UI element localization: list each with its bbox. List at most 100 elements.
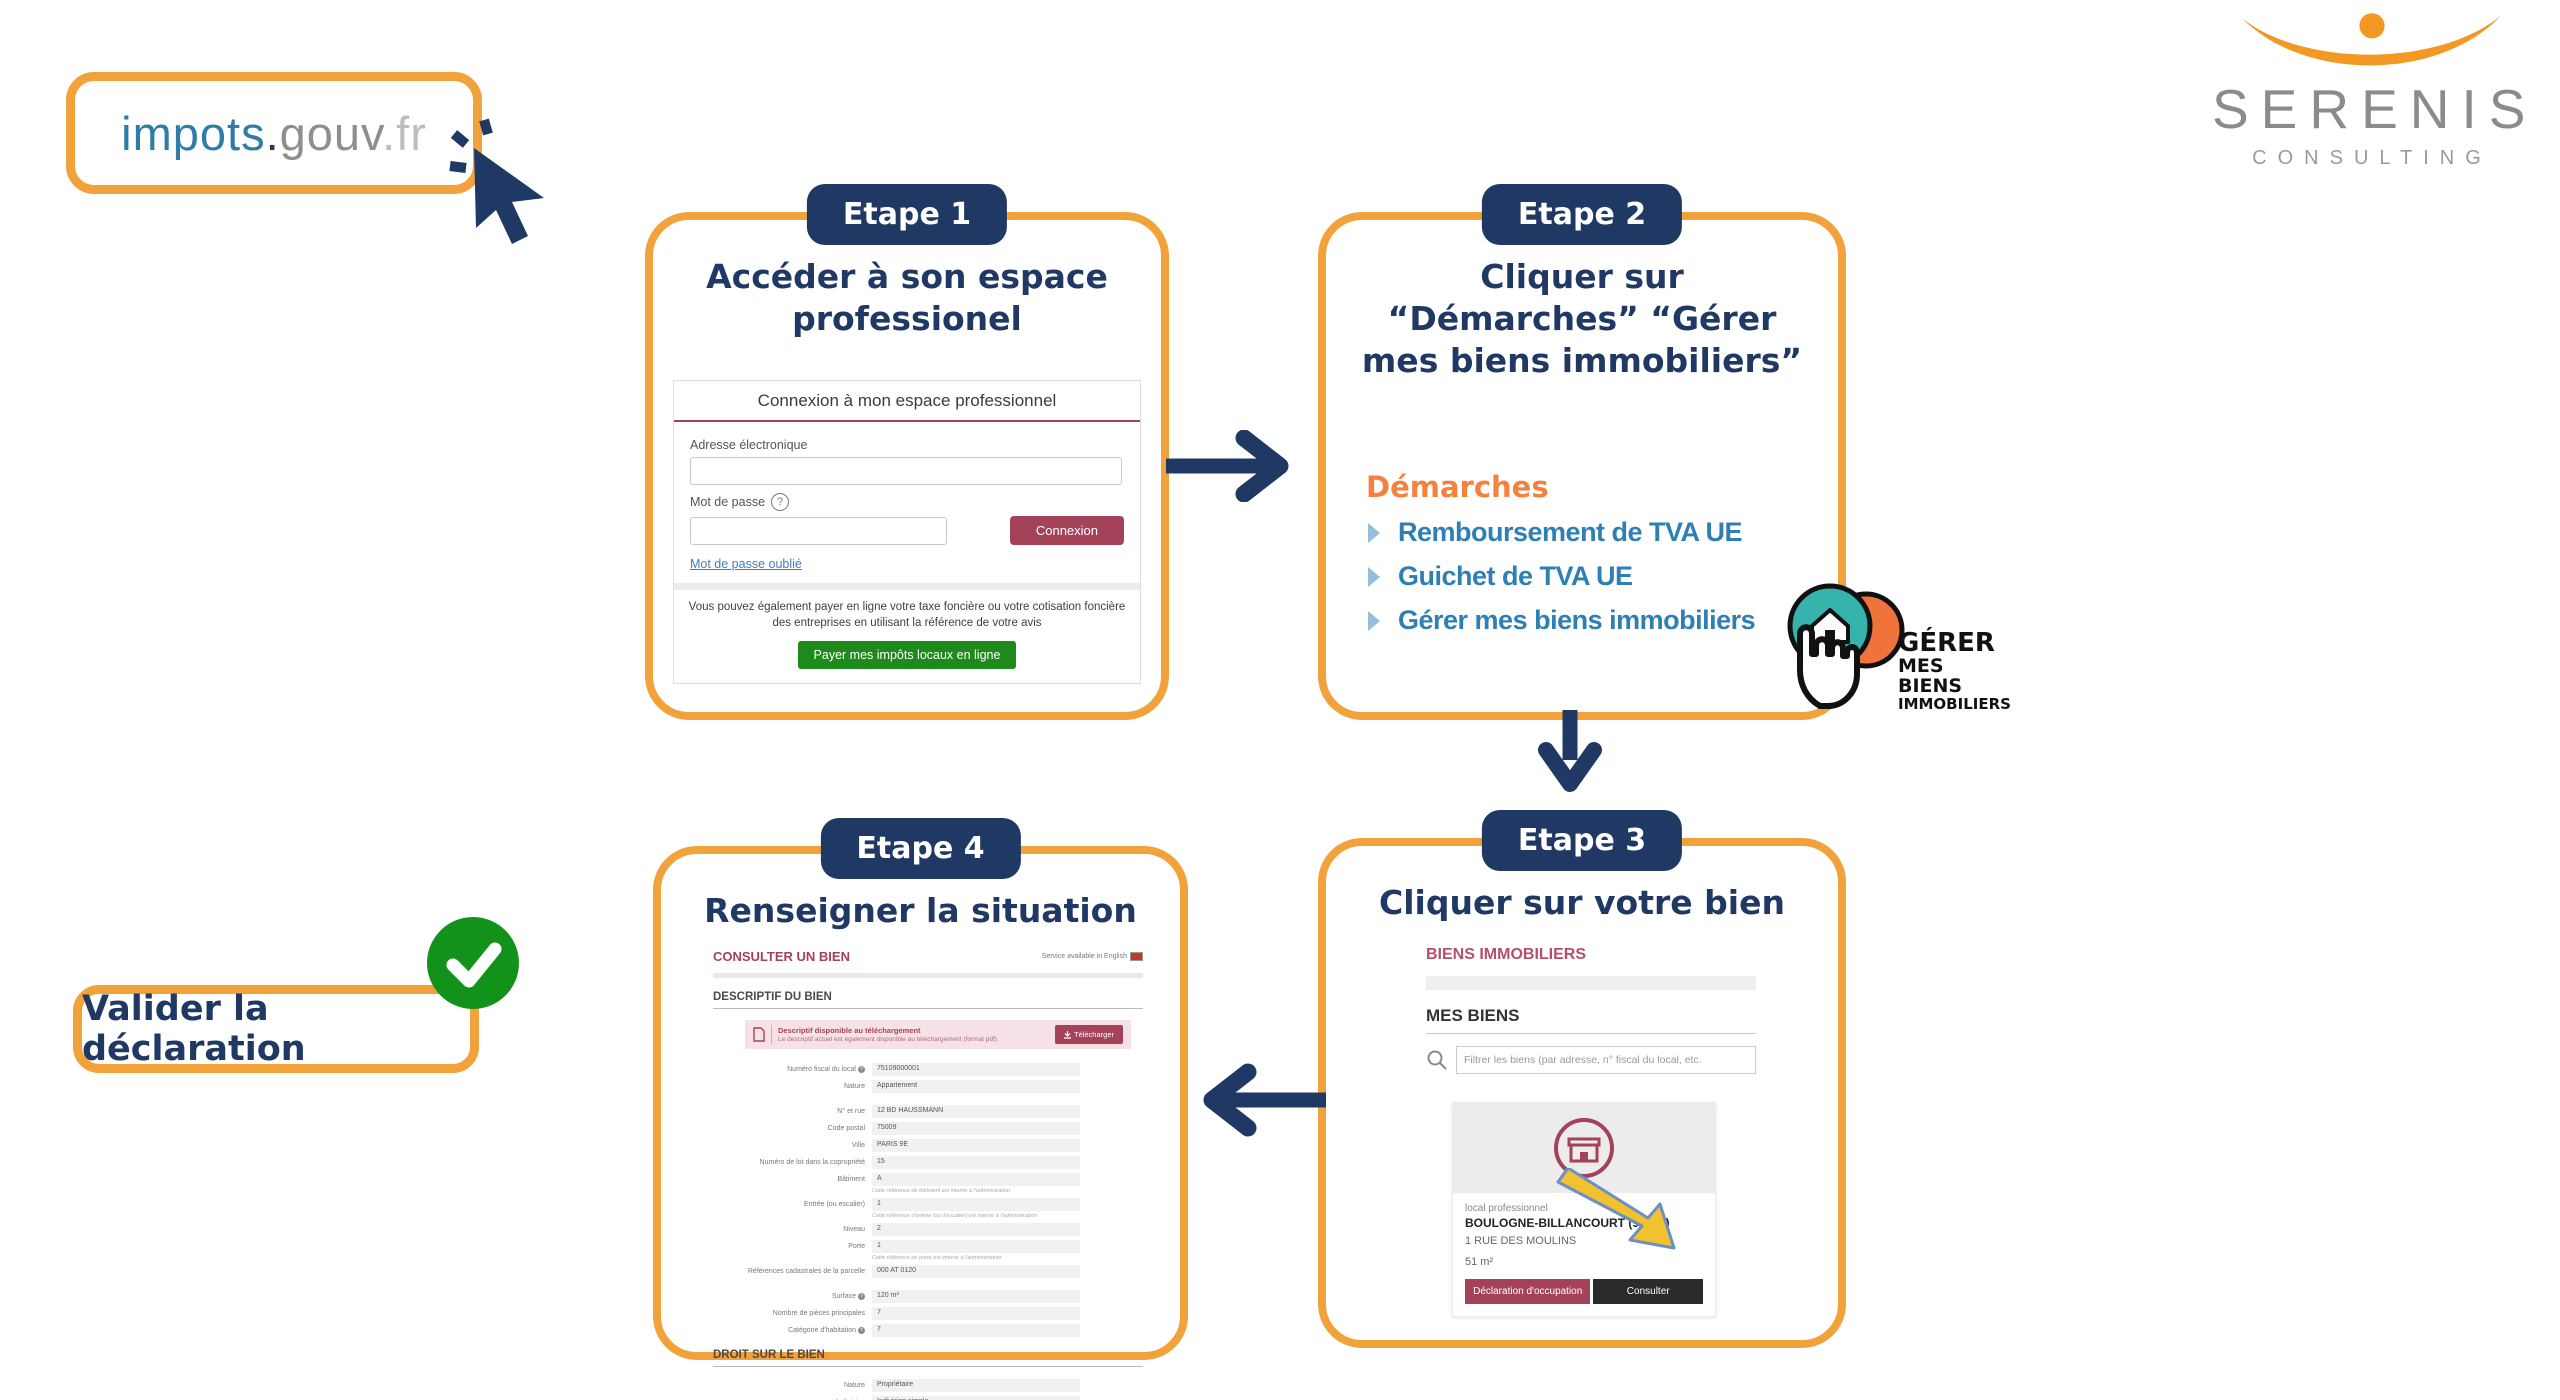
link-guichet-tva[interactable]: Guichet de TVA UE — [1366, 561, 1755, 592]
form-value: 7 — [872, 1307, 1080, 1320]
property-category: local professionnel — [1465, 1203, 1548, 1214]
download-icon — [1063, 1030, 1071, 1039]
pay-local-taxes-button[interactable]: Payer mes impôts locaux en ligne — [797, 641, 1017, 670]
form-value: 75109000001 — [872, 1063, 1080, 1076]
divider — [674, 583, 1140, 590]
form-value: 000 AT 0120 — [872, 1265, 1080, 1278]
green-check-badge — [427, 917, 519, 1009]
form-row: N° et rue 12 BD HAUSSMANN — [713, 1105, 1143, 1118]
form-row: Indivision Indivision simple — [713, 1396, 1143, 1400]
form-value: 1 — [872, 1240, 1080, 1253]
link-gerer-biens-immobiliers[interactable]: Gérer mes biens immobiliers — [1366, 605, 1756, 636]
form-row: Ville PARIS 9E — [713, 1139, 1143, 1152]
consulter-un-bien-heading: CONSULTER UN BIEN — [713, 949, 850, 964]
form-row: Entrée (ou escalier) 1 — [713, 1198, 1143, 1211]
arrow-left-step3-to-step4 — [1203, 1063, 1326, 1137]
impots-logo-gouv: gouv — [279, 106, 383, 160]
demarches-heading: Démarches — [1366, 470, 1549, 504]
chevron-right-icon — [1368, 566, 1380, 587]
form-row: Nature Appartement — [713, 1080, 1143, 1093]
gmbi-logo-text: GÉRER MES BIENS IMMOBILIERS — [1898, 628, 2011, 714]
arrow-down-step2-to-step3 — [1538, 710, 1602, 792]
document-icon — [753, 1027, 765, 1042]
form-row: Code postal 75009 — [713, 1122, 1143, 1135]
serenis-logo: SERENIS CONSULTING — [2212, 6, 2532, 170]
password-label: Mot de passe — [690, 495, 766, 509]
form-row: Catégorie d'habitation? 7 — [713, 1324, 1143, 1337]
form-note: Cette référence de porte est interne à l… — [872, 1255, 1002, 1261]
form-row: Niveau 2 — [713, 1223, 1143, 1236]
form-row: Surface? 120 m² — [713, 1290, 1143, 1303]
arrow-right-step1-to-step2 — [1166, 430, 1289, 502]
password-field[interactable] — [690, 516, 947, 545]
form-note: Cette référence d'entrée (ou d'escalier)… — [872, 1213, 1037, 1219]
info-icon[interactable]: ? — [858, 1327, 865, 1334]
connexion-button[interactable]: Connexion — [1009, 516, 1124, 545]
email-field[interactable] — [690, 457, 1122, 485]
divider — [713, 973, 1143, 978]
property-city: BOULOGNE-BILLANCOURT (92120) — [1465, 1216, 1670, 1230]
serenis-tagline: CONSULTING — [2252, 147, 2492, 169]
form-row: Porte 1 — [713, 1240, 1143, 1253]
form-value: Indivision simple — [872, 1396, 1080, 1400]
step2-title: Cliquer sur “Démarches” “Gérer mes biens… — [1361, 257, 1803, 381]
alert-text: Le descriptif actuel est également dispo… — [778, 1036, 999, 1043]
mes-biens-screenshot: BIENS IMMOBILIERS MES BIENS Filtrer les … — [1426, 946, 1756, 1317]
step1-badge: Etape 1 — [806, 184, 1008, 245]
form-value: 12 BD HAUSSMANN — [872, 1105, 1080, 1118]
valider-declaration-box: Valider la déclaration — [73, 985, 479, 1073]
search-icon — [1427, 1050, 1447, 1070]
login-title: Connexion à mon espace professionnel — [674, 381, 1140, 422]
form-value: A — [872, 1173, 1080, 1186]
login-screenshot: Connexion à mon espace professionnel Adr… — [673, 380, 1141, 685]
demarches-panel: Démarches Remboursement de TVA UE Guiche… — [1366, 470, 1756, 636]
valider-declaration-label: Valider la déclaration — [82, 989, 306, 1069]
hand-pointer-icon — [1797, 624, 1860, 709]
step3-badge: Etape 3 — [1481, 810, 1683, 871]
serenis-name: SERENIS — [2212, 78, 2538, 140]
declaration-occupation-button[interactable]: Déclaration d'occupation — [1465, 1279, 1591, 1304]
property-card[interactable]: local professionnel BOULOGNE-BILLANCOURT… — [1452, 1102, 1716, 1317]
filter-biens-input[interactable]: Filtrer les biens (par adresse, n° fisca… — [1456, 1046, 1756, 1074]
form-value: 1 — [872, 1198, 1080, 1211]
form-value: Propriétaire — [872, 1379, 1080, 1392]
chevron-right-icon — [1368, 522, 1380, 543]
form-row: Bâtiment A — [713, 1173, 1143, 1186]
property-address: 1 RUE DES MOULINS — [1465, 1235, 1577, 1247]
service-english-note[interactable]: Service available in English — [1041, 953, 1127, 960]
form-value: Appartement — [872, 1080, 1080, 1093]
form-value: 120 m² — [872, 1290, 1080, 1303]
storefront-icon — [1554, 1118, 1614, 1178]
link-remboursement-tva[interactable]: Remboursement de TVA UE — [1366, 517, 1755, 548]
info-icon[interactable]: ? — [858, 1066, 865, 1073]
form-value: PARIS 9E — [872, 1139, 1080, 1152]
uk-flag-icon — [1130, 952, 1143, 961]
step2-box: Etape 2 Cliquer sur “Démarches” “Gérer m… — [1318, 184, 1846, 720]
forgot-password-link[interactable]: Mot de passe oublié — [690, 557, 802, 571]
mouse-cursor-icon — [449, 118, 544, 244]
info-icon[interactable]: ? — [858, 1293, 865, 1300]
form-row: Nombre de pièces principales 7 — [713, 1307, 1143, 1320]
step3-box: Etape 3 Cliquer sur votre bien BIENS IMM… — [1318, 810, 1846, 1348]
form-value: 75009 — [872, 1122, 1080, 1135]
gmbi-logo: GÉRER MES BIENS IMMOBILIERS — [1782, 578, 2012, 713]
form-row: Nature Propriétaire — [713, 1379, 1143, 1392]
form-note: Cette référence de bâtiment est interne … — [872, 1188, 1011, 1194]
impots-logo-fr: .fr — [382, 106, 427, 160]
property-surface: 51 m² — [1465, 1256, 1494, 1268]
pay-note: Vous pouvez également payer en ligne vot… — [688, 601, 1126, 629]
form-row: Numéro de lot dans la copropriété 15 — [713, 1156, 1143, 1169]
checkmark-icon — [446, 942, 502, 988]
form-row: Références cadastrales de la parcelle 00… — [713, 1265, 1143, 1278]
gray-bar — [1426, 976, 1756, 990]
step4-title: Renseigner la situation — [704, 891, 1137, 930]
step1-title: Accéder à son espace professionel — [706, 257, 1108, 339]
alert-title: Descriptif disponible au téléchargement — [778, 1026, 921, 1035]
telecharger-button[interactable]: Télécharger — [1054, 1025, 1123, 1044]
consulter-button[interactable]: Consulter — [1593, 1279, 1703, 1304]
password-help-icon[interactable]: ? — [771, 493, 790, 511]
yellow-arrow-to-consulter — [1556, 1168, 1676, 1250]
consulter-bien-screenshot: CONSULTER UN BIEN Service available in E… — [713, 949, 1143, 1400]
chevron-right-icon — [1368, 610, 1380, 631]
